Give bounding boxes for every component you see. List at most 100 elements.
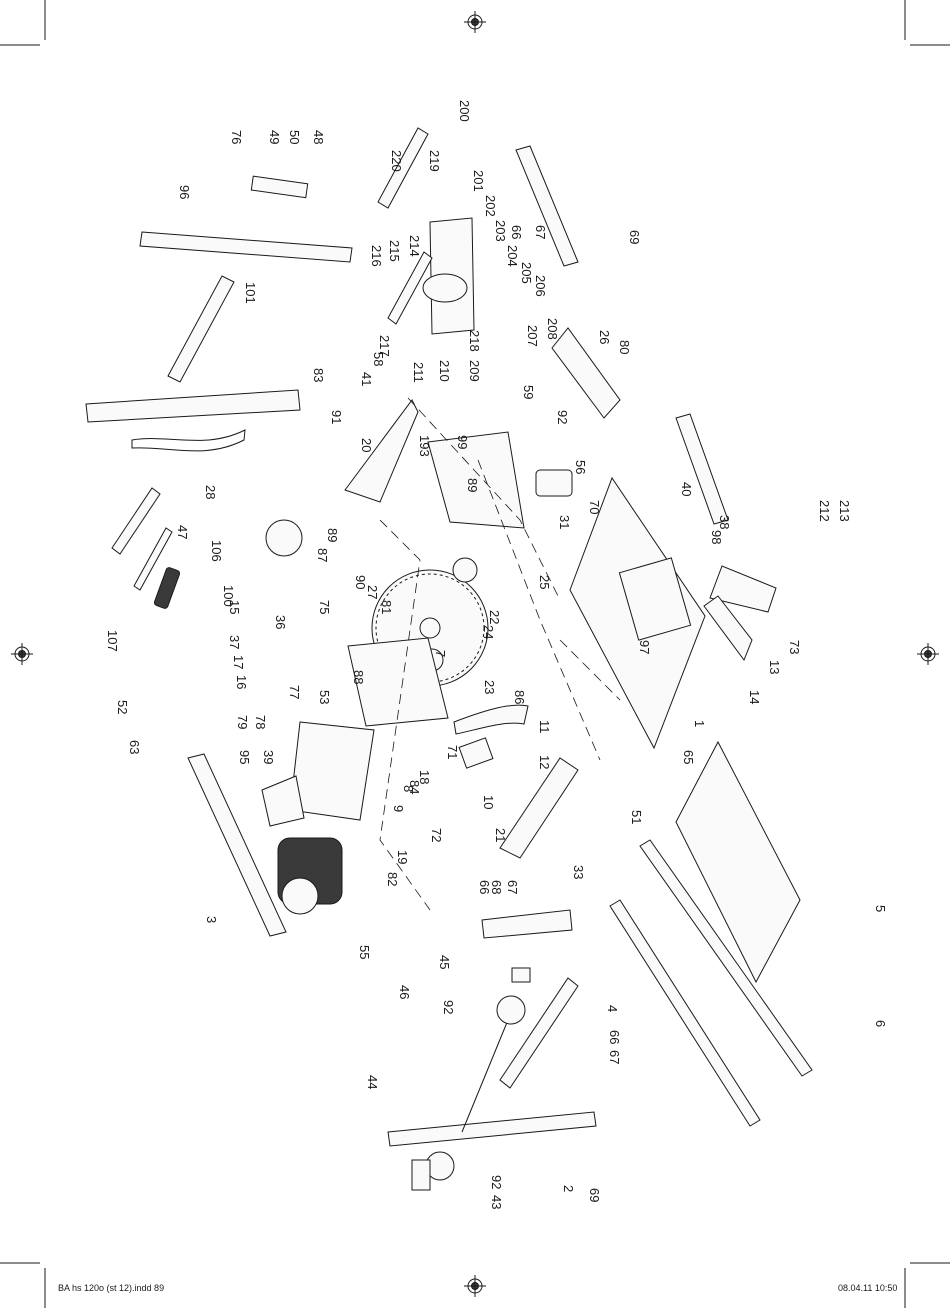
part-leg-2 [387, 1111, 597, 1147]
part-number-label: 209 [467, 360, 482, 382]
part-number-label: 99 [455, 435, 470, 449]
part-number-label: 38 [717, 515, 732, 529]
part-number-label: 1 [692, 720, 707, 727]
part-plate-10 [458, 737, 494, 769]
assembly-line-b [477, 459, 601, 761]
part-number-label: 75 [317, 600, 332, 614]
part-number-label: 193 [417, 435, 432, 457]
part-number-label: 71 [445, 745, 460, 759]
part-number-label: 31 [557, 515, 572, 529]
part-protractor [422, 273, 468, 303]
part-number-label: 63 [127, 740, 142, 754]
part-number-label: 53 [317, 690, 332, 704]
part-number-label: 6 [873, 1020, 888, 1027]
part-number-label: 50 [287, 130, 302, 144]
part-number-label: 46 [397, 985, 412, 999]
part-number-label: 69 [627, 230, 642, 244]
part-number-label: 26 [597, 330, 612, 344]
part-cover-26 [551, 327, 621, 419]
part-number-label: 27 [365, 585, 380, 599]
part-leg-47 [85, 389, 301, 423]
part-number-label: 33 [571, 865, 586, 879]
part-rail-69 [515, 145, 579, 267]
part-extension-table-5 [675, 740, 801, 984]
part-number-label: 201 [471, 170, 486, 192]
part-number-label: 36 [273, 615, 288, 629]
part-number-label: 66 [477, 880, 492, 894]
part-frame-53 [289, 721, 375, 821]
part-number-label: 92 [555, 410, 570, 424]
part-number-label: 220 [389, 150, 404, 172]
part-number-label: 91 [329, 410, 344, 424]
part-number-label: 19 [395, 850, 410, 864]
part-number-label: 55 [357, 945, 372, 959]
part-number-label: 213 [837, 500, 852, 522]
part-leg-4 [481, 909, 573, 939]
part-leg-96 [139, 231, 353, 263]
part-wrench-107 [111, 487, 161, 555]
part-plate-89 [427, 431, 525, 529]
part-number-label: 43 [489, 1195, 504, 1209]
part-number-label: 12 [537, 755, 552, 769]
part-number-label: 45 [437, 955, 452, 969]
part-number-label: 210 [437, 360, 452, 382]
part-bracket-45 [511, 967, 531, 983]
part-number-label: 65 [681, 750, 696, 764]
part-plate-21 [499, 757, 579, 859]
part-number-label: 9 [391, 805, 406, 812]
registration-mark-bottom [464, 1275, 486, 1297]
part-number-label: 70 [587, 500, 602, 514]
part-number-label: 25 [537, 575, 552, 589]
part-plate-20 [344, 399, 419, 503]
part-number-label: 208 [545, 318, 560, 340]
part-number-label: 97 [637, 640, 652, 654]
part-number-label: 88 [351, 670, 366, 684]
part-number-label: 8 [401, 785, 416, 792]
part-number-label: 13 [767, 660, 782, 674]
part-stand-13 [709, 565, 777, 613]
part-number-label: 218 [467, 330, 482, 352]
part-number-label: 7 [433, 650, 448, 657]
part-number-label: 20 [359, 438, 374, 452]
part-number-label: 59 [521, 385, 536, 399]
part-number-label: 56 [573, 460, 588, 474]
part-number-label: 15 [227, 600, 242, 614]
part-guard-12 [453, 704, 529, 735]
part-flange-22 [452, 557, 478, 583]
part-number-label: 219 [427, 150, 442, 172]
part-axle-46 [461, 1019, 509, 1133]
part-tube [250, 175, 309, 199]
part-motor-56 [535, 469, 573, 497]
part-number-label: 28 [203, 485, 218, 499]
part-number-label: 23 [482, 680, 497, 694]
part-rail-101 [167, 275, 235, 383]
part-number-label: 212 [817, 500, 832, 522]
part-number-label: 204 [505, 245, 520, 267]
part-number-label: 82 [385, 872, 400, 886]
part-number-label: 67 [607, 1050, 622, 1064]
part-number-label: 52 [115, 700, 130, 714]
part-number-label: 215 [387, 240, 402, 262]
part-number-label: 18 [417, 770, 432, 784]
part-number-label: 67 [505, 880, 520, 894]
registration-mark-right [917, 643, 939, 665]
part-motor-55 [277, 837, 343, 915]
part-number-label: 83 [311, 368, 326, 382]
part-number-label: 211 [411, 362, 426, 383]
part-number-label: 3 [204, 916, 219, 923]
part-number-label: 14 [747, 690, 762, 704]
footer-date-time: 08.04.11 10:50 [838, 1283, 898, 1293]
part-number-label: 214 [407, 235, 422, 257]
part-number-label: 90 [353, 575, 368, 589]
part-number-label: 89 [325, 528, 340, 542]
part-fence-216 [387, 251, 433, 325]
part-number-label: 98 [709, 530, 724, 544]
assembly-line-c [379, 519, 431, 911]
part-number-label: 101 [243, 282, 258, 304]
part-number-label: 17 [231, 655, 246, 669]
part-number-label: 48 [311, 130, 326, 144]
part-number-label: 205 [519, 262, 534, 284]
